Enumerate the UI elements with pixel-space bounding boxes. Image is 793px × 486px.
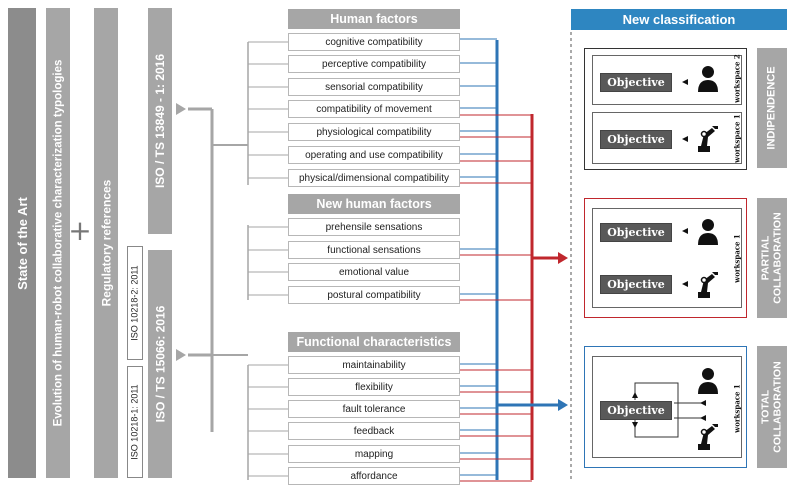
workspace-1-box-total: [592, 356, 742, 458]
iso-15066-label: ISO / TS 15066: 2016: [153, 305, 167, 423]
hf-physiological: physiological compatibility: [288, 123, 460, 141]
hf-operating: operating and use compatibility: [288, 146, 460, 164]
fc-maintainability: maintainability: [288, 356, 460, 374]
iso-15066-bar: ISO / TS 15066: 2016: [148, 250, 172, 478]
total-collaboration-panel: [584, 346, 747, 468]
iso-13849-label: ISO / TS 13849 - 1: 2016: [153, 53, 168, 189]
workspace-1-label-partial: workspace 1: [732, 234, 742, 283]
iso-10218-1-box: ISO 10218-1: 2011: [127, 366, 143, 478]
workspace-1-label-independence: workspace 1: [732, 114, 742, 163]
workspace-2-box: [592, 55, 742, 105]
workspace-1-box: [592, 112, 742, 164]
nhf-emotional: emotional value: [288, 263, 460, 281]
partial-collaboration-panel: [584, 198, 747, 318]
nhf-prehensile: prehensile sensations: [288, 218, 460, 236]
fc-mapping: mapping: [288, 445, 460, 463]
objective-shared-total: Objective: [600, 401, 672, 420]
hf-cognitive: cognitive compatibility: [288, 33, 460, 51]
objective-robot-independence: Objective: [600, 130, 672, 149]
evolution-label: Evolution of human-robot collaborative c…: [52, 59, 65, 427]
red-arrow-icon: [558, 252, 568, 264]
hf-physical: physical/dimensional compatibility: [288, 169, 460, 187]
nhf-postural: postural compatibility: [288, 286, 460, 304]
human-factors-header: Human factors: [288, 9, 460, 29]
independence-label: INDIPENDENCE: [766, 66, 778, 150]
functional-characteristics-header: Functional characteristics: [288, 332, 460, 352]
objective-human-independence: Objective: [600, 73, 672, 92]
nhf-functional: functional sensations: [288, 241, 460, 259]
fc-flexibility: flexibility: [288, 378, 460, 396]
state-of-art-label: State of the Art: [14, 196, 30, 290]
iso-10218-2-label: ISO 10218-2: 2011: [130, 265, 141, 341]
hf-perceptive: perceptive compatibility: [288, 55, 460, 73]
plus-sign: +: [68, 214, 92, 247]
state-of-art-bar: State of the Art: [8, 8, 36, 478]
objective-robot-partial: Objective: [600, 275, 672, 294]
arrow-iso15066-icon: [176, 349, 186, 361]
blue-arrow-icon: [558, 399, 568, 411]
independence-label-bar: INDIPENDENCE: [757, 48, 787, 168]
iso-13849-bar: ISO / TS 13849 - 1: 2016: [148, 8, 172, 234]
hf-movement: compatibility of movement: [288, 100, 460, 118]
new-classification-header: New classification: [571, 9, 787, 30]
workspace-2-label: workspace 2: [732, 54, 742, 103]
evolution-bar: Evolution of human-robot collaborative c…: [46, 8, 70, 478]
regulatory-label: Regulatory references: [99, 179, 114, 307]
new-human-factors-header: New human factors: [288, 194, 460, 214]
objective-human-partial: Objective: [600, 223, 672, 242]
workspace-1-label-total: workspace 1: [732, 384, 742, 433]
independence-panel: [584, 48, 747, 170]
iso-10218-2-box: ISO 10218-2: 2011: [127, 246, 143, 360]
workspace-1-box-partial: [592, 208, 742, 308]
arrow-iso13849-icon: [176, 103, 186, 115]
fc-fault-tolerance: fault tolerance: [288, 400, 460, 418]
iso-10218-1-label: ISO 10218-1: 2011: [130, 384, 141, 460]
hf-sensorial: sensorial compatibility: [288, 78, 460, 96]
regulatory-bar: Regulatory references: [94, 8, 118, 478]
fc-affordance: affordance: [288, 467, 460, 485]
fc-feedback: feedback: [288, 422, 460, 440]
